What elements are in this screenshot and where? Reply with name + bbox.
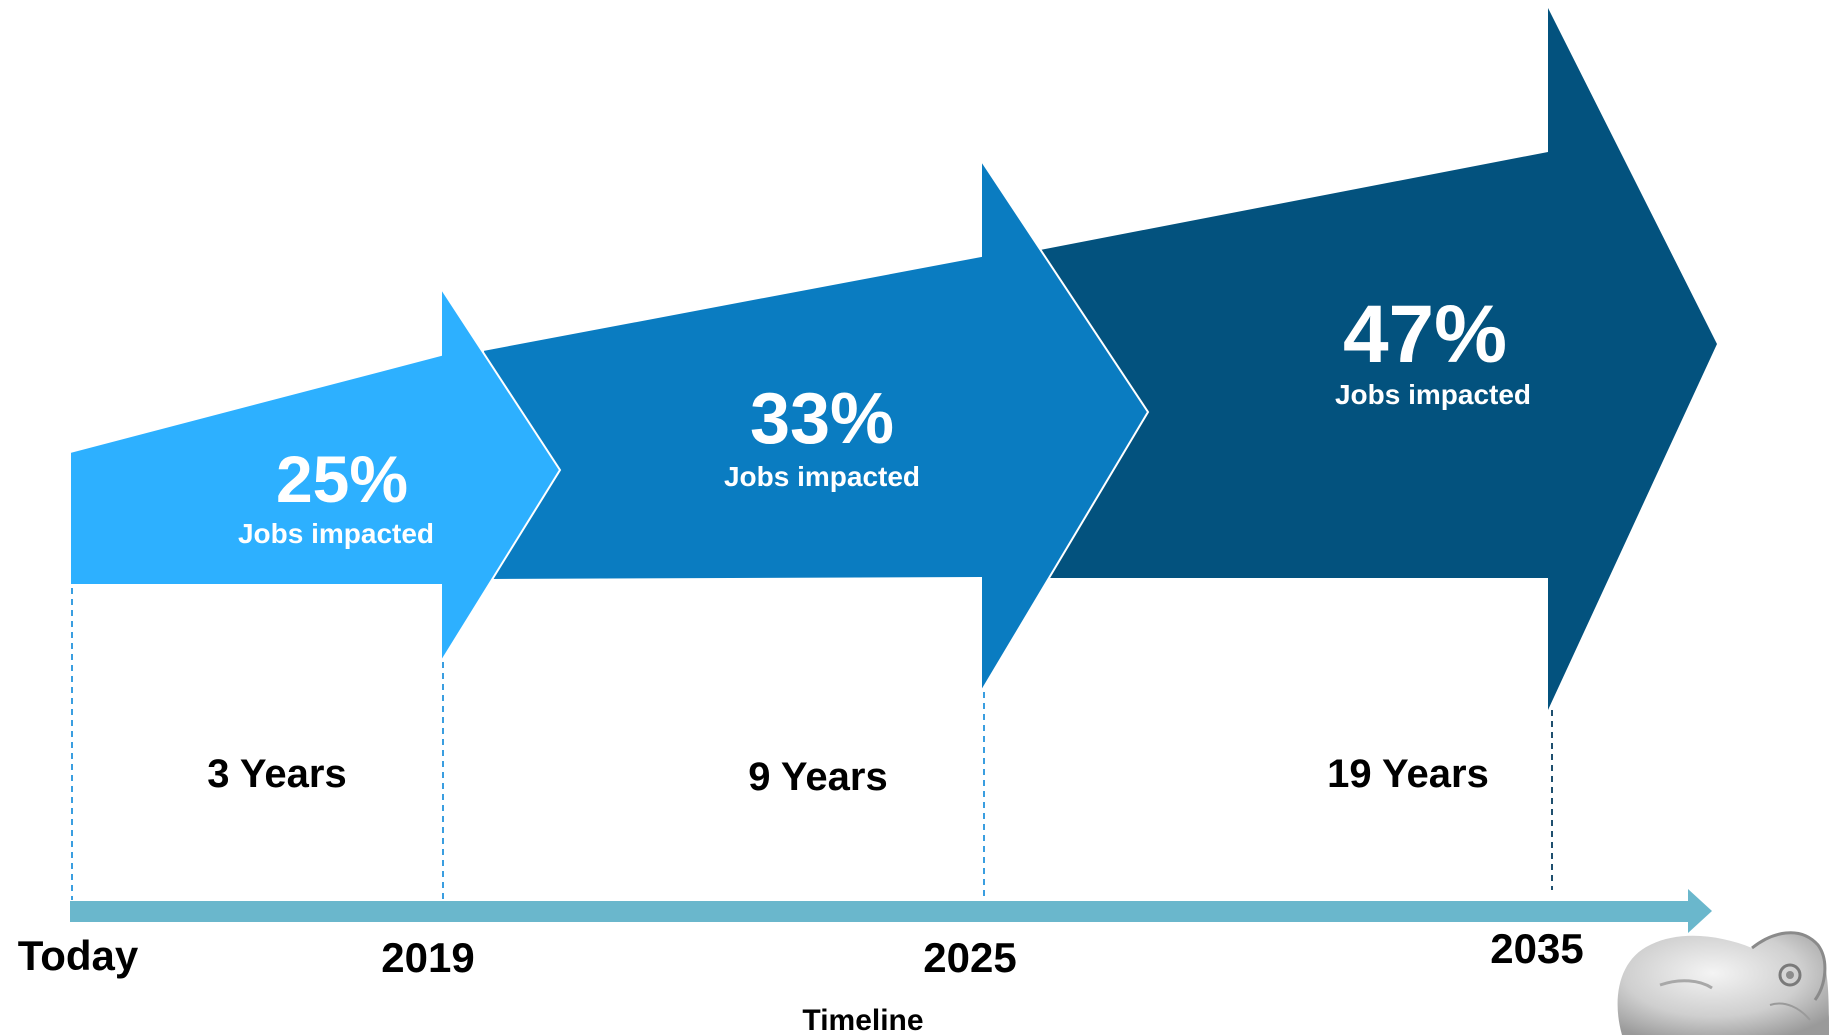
stage-1-caption: Jobs impacted xyxy=(238,518,434,549)
timeline-arrowhead xyxy=(1688,889,1712,933)
timeline-bar xyxy=(70,901,1690,922)
stage-3-duration: 19 Years xyxy=(1327,752,1489,796)
stage-1-percent: 25% xyxy=(276,442,408,516)
stage-2-percent: 33% xyxy=(750,379,894,459)
robot-head-icon xyxy=(1617,931,1829,1035)
stage-3-arrow xyxy=(1040,8,1717,710)
stage-2-duration: 9 Years xyxy=(748,755,887,799)
stage-3-caption: Jobs impacted xyxy=(1335,379,1531,410)
stage-2-arrow xyxy=(481,156,1150,696)
stage-3-percent: 47% xyxy=(1343,289,1507,380)
timeline-start-label: Today xyxy=(18,932,139,979)
timeline-axis-title: Timeline xyxy=(802,1004,923,1035)
stage-1-duration: 3 Years xyxy=(207,752,346,796)
milestone-2035: 2035 xyxy=(1490,925,1583,972)
milestone-2025: 2025 xyxy=(923,934,1016,981)
stage-2-caption: Jobs impacted xyxy=(724,461,920,492)
milestone-2019: 2019 xyxy=(381,934,474,981)
stage-1-arrow xyxy=(69,284,562,666)
timeline-guides xyxy=(71,588,1553,900)
